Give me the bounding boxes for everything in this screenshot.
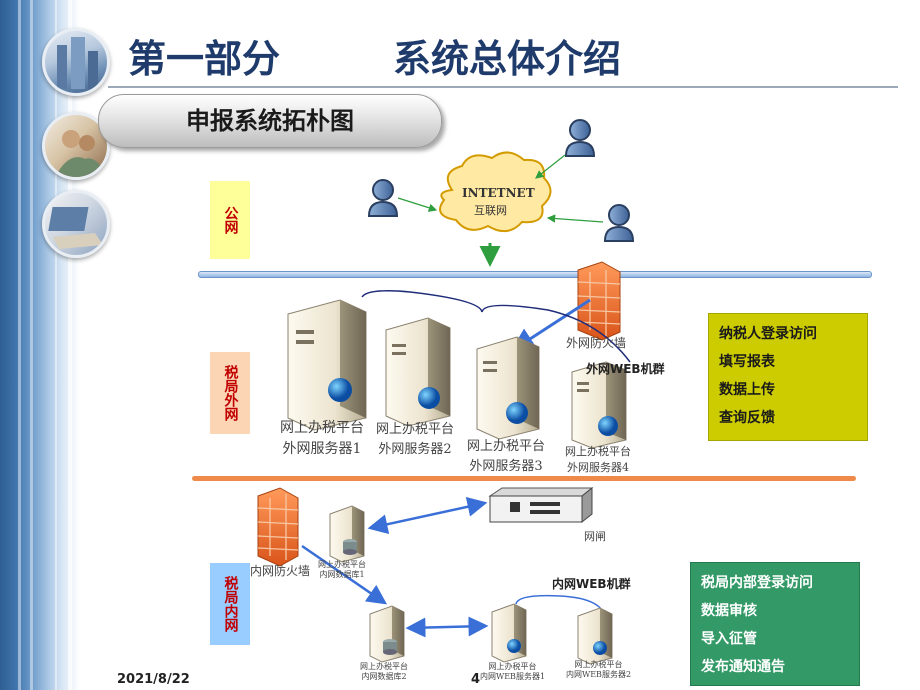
server-icon — [476, 336, 540, 440]
internet-label: INTETNET — [462, 186, 535, 200]
footer-date: 2021/8/22 — [117, 672, 190, 687]
internal-web-cluster-label: 内网WEB机群 — [552, 577, 631, 591]
internal-cluster-bracket — [515, 594, 605, 615]
gateway-device-icon — [488, 486, 594, 524]
title-divider — [108, 86, 898, 88]
internal-db-1-label: 网上办税平台 内网数据库1 — [318, 560, 366, 579]
page-number: 4 — [471, 672, 481, 687]
building-photo-thumb — [42, 28, 110, 96]
database-server-icon — [369, 605, 405, 663]
sidebar-decoration — [0, 0, 80, 690]
server-icon — [491, 603, 527, 663]
user-icon — [564, 119, 596, 157]
database-server-icon — [329, 505, 365, 563]
external-functions-box: 纳税人登录访问 填写报表 数据上传 查询反馈 — [708, 313, 868, 441]
internet-label-cn: 互联网 — [474, 204, 507, 217]
external-function-item: 填写报表 — [719, 354, 775, 370]
server-icon — [385, 317, 451, 427]
external-cluster-bracket — [361, 290, 631, 363]
external-server-4-label: 网上办税平台 外网服务器4 — [565, 445, 631, 474]
external-firewall-label: 外网防火墙 — [566, 336, 627, 350]
internal-db-2-label: 网上办税平台 内网数据库2 — [360, 662, 408, 681]
external-function-item: 数据上传 — [719, 382, 775, 398]
gateway-label: 网闸 — [584, 530, 606, 543]
external-server-2-label: 网上办税平台 外网服务器2 — [376, 422, 455, 457]
internal-firewall-label: 内网防火墙 — [250, 564, 311, 578]
zone-label-tax-internal: 税局内网 — [210, 563, 250, 645]
external-network-band — [192, 476, 856, 481]
user-icon — [603, 204, 635, 242]
internal-function-item: 发布通知通告 — [701, 659, 785, 675]
internal-function-item: 税局内部登录访问 — [701, 575, 813, 591]
external-web-cluster-label: 外网WEB机群 — [586, 362, 665, 376]
external-function-item: 查询反馈 — [719, 410, 775, 426]
laptop-photo-thumb — [42, 190, 110, 258]
server-icon — [287, 299, 367, 431]
server-icon — [577, 607, 613, 665]
title-part: 第一部分 — [128, 37, 281, 81]
user-icon — [367, 179, 399, 217]
public-network-band — [198, 271, 872, 278]
external-server-1-label: 网上办税平台 外网服务器1 — [280, 420, 364, 457]
zone-label-tax-external: 税局外网 — [210, 352, 250, 434]
title-section: 系统总体介绍 — [393, 37, 622, 81]
internal-web-2-label: 网上办税平台 内网WEB服务器2 — [566, 660, 632, 679]
internal-web-1-label: 网上办税平台 内网WEB服务器1 — [480, 662, 546, 681]
internal-function-item: 数据审核 — [701, 603, 757, 619]
internal-function-item: 导入征管 — [701, 631, 757, 647]
external-server-3-label: 网上办税平台 外网服务器3 — [467, 439, 546, 474]
diagram-title-pill: 申报系统拓朴图 — [98, 94, 442, 148]
internal-firewall-icon — [257, 487, 299, 567]
external-function-item: 纳税人登录访问 — [719, 326, 817, 342]
internal-functions-box: 税局内部登录访问 数据审核 导入征管 发布通知通告 — [690, 562, 860, 686]
zone-label-public: 公网 — [210, 181, 250, 259]
